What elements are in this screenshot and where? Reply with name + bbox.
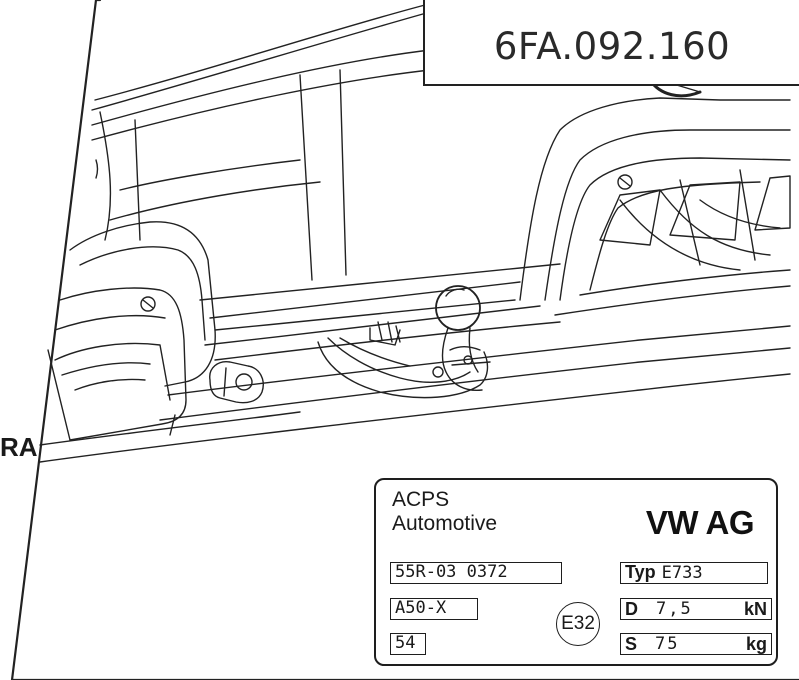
- brand-name: VW AG: [645, 504, 755, 541]
- type-plate: ACPS Automotive VW AG 55R-03 0372 A50-X …: [374, 478, 778, 666]
- part-number-box: 6FA.092.160: [423, 0, 799, 86]
- tow-ball: [435, 285, 481, 331]
- manufacturer-name: ACPS Automotive: [392, 488, 497, 536]
- right-corner-block: [519, 97, 791, 301]
- s-value-field: S 75 kg: [620, 633, 772, 655]
- e-mark-icon: E32: [556, 602, 600, 646]
- left-corner-block: [69, 221, 216, 387]
- left-mounting-bolt-icon: [140, 296, 156, 312]
- bumper-upper-outline: [91, 11, 431, 111]
- type-value: E733: [661, 563, 703, 583]
- d-label: D: [625, 598, 638, 619]
- drawing-frame: [10, 0, 799, 680]
- class-code-field: 54: [390, 633, 426, 655]
- s-unit: kg: [745, 633, 767, 654]
- right-mounting-bolt-icon: [617, 174, 633, 190]
- d-value-field: D 7,5 kN: [620, 598, 772, 620]
- side-label: RA: [0, 432, 38, 462]
- approval-number-field: 55R-03 0372: [390, 562, 562, 584]
- swivel-bracket: [317, 341, 489, 399]
- manufacturer-line-1: ACPS: [392, 488, 450, 511]
- s-label: S: [625, 633, 638, 654]
- e-mark-text: E32: [561, 613, 595, 634]
- d-value: 7,5: [656, 598, 693, 619]
- tow-neck: [441, 327, 483, 392]
- d-unit: kN: [743, 598, 767, 619]
- part-number: 6FA.092.160: [493, 24, 731, 68]
- variant-field: A50-X: [390, 598, 478, 620]
- s-value: 75: [655, 633, 680, 654]
- diffuser-vents: [599, 189, 661, 246]
- socket-housing: [209, 361, 264, 404]
- manufacturer-line-2: Automotive: [392, 512, 498, 535]
- bumper-lower-band: [199, 263, 561, 301]
- type-label: Typ: [625, 562, 656, 582]
